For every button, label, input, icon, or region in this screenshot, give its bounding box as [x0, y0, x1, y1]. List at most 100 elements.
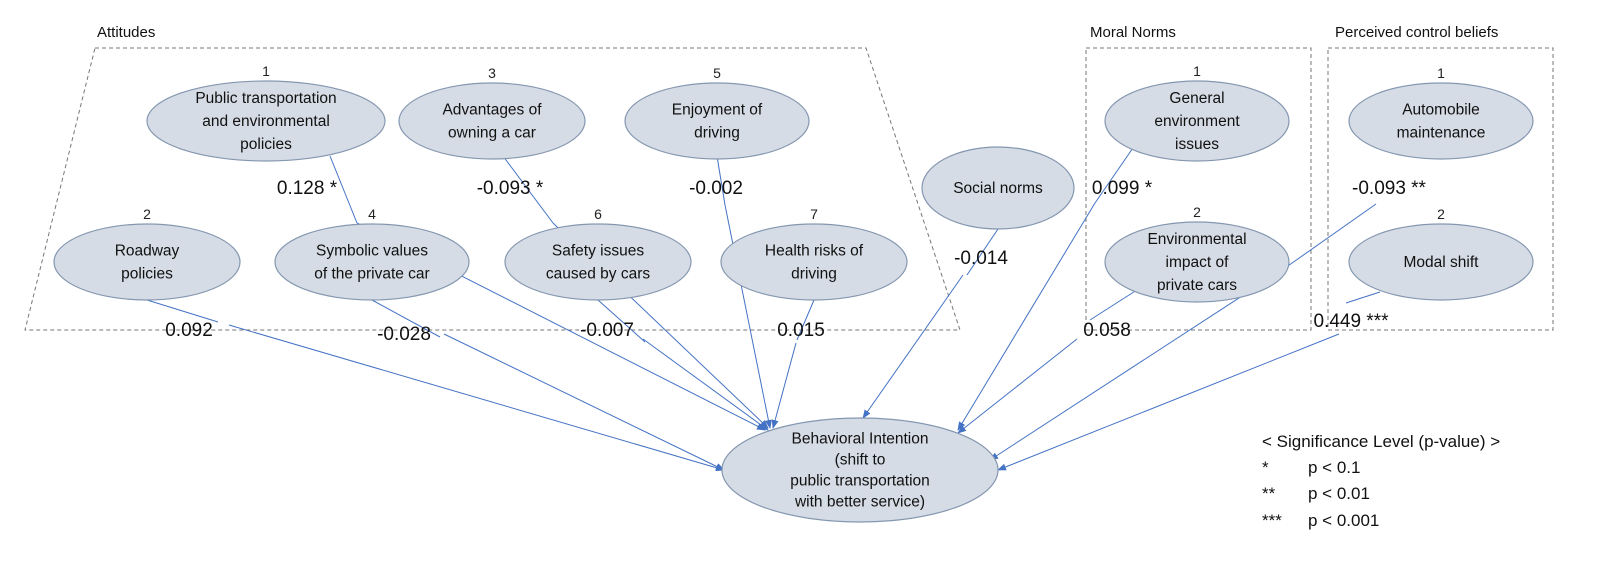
node-ellipse: [274, 223, 470, 301]
node-index: 2: [1437, 206, 1445, 222]
edge-social-stub: [966, 228, 999, 276]
node-ellipse: [1348, 223, 1534, 301]
perceived-control-group-box: [1327, 47, 1554, 331]
moral-norms-title: Moral Norms: [1090, 24, 1176, 41]
node-label-line: caused by cars: [546, 266, 650, 283]
coefficient-label: 0.128 *: [277, 178, 338, 199]
node-ellipse: [504, 223, 692, 301]
node-label-line: owning a car: [448, 125, 536, 142]
node-ellipse: [624, 82, 810, 160]
legend-title: < Significance Level (p-value) >: [1262, 432, 1500, 451]
coefficient-label: -0.014: [954, 248, 1008, 269]
node-label-line: Safety issues: [552, 243, 644, 260]
node-social: Social norms: [921, 146, 1075, 230]
coefficient-label: 0.092: [165, 320, 213, 341]
edge-safety-arrow: [642, 338, 769, 431]
edge-gen_env-stub: [1094, 144, 1136, 204]
node-label-line: General: [1169, 90, 1224, 107]
node-label-line: Public transportation: [195, 90, 336, 107]
node-index: 1: [1437, 65, 1445, 81]
node-ellipse: [921, 146, 1075, 230]
edge-pt_env-stub: [329, 155, 358, 224]
node-ellipse: [53, 223, 241, 301]
significance-legend: < Significance Level (p-value) > * p < 0…: [1262, 432, 1500, 530]
node-label-line: of the private car: [314, 266, 429, 283]
node-label-line: driving: [694, 125, 740, 142]
coefficient-label: -0.002: [689, 178, 743, 199]
node-label-line: with better service): [794, 494, 925, 511]
node-label-line: environment: [1154, 113, 1240, 130]
node-label-line: Enjoyment of: [672, 102, 763, 119]
attitudes-title: Attitudes: [97, 24, 155, 41]
node-label-line: policies: [240, 136, 292, 153]
legend-symbol: *: [1262, 458, 1269, 477]
node-ellipse: [1104, 221, 1290, 303]
node-index: 3: [488, 65, 496, 81]
legend-label: p < 0.001: [1308, 511, 1379, 530]
coefficient-label: -0.028: [377, 324, 431, 345]
node-index: 7: [810, 206, 818, 222]
edge-roadway-arrow: [228, 324, 725, 472]
node-index: 5: [713, 65, 721, 81]
edge-auto_maint-arrow: [989, 267, 1286, 461]
node-label-line: Roadway: [115, 243, 180, 260]
node-label-line: Environmental: [1147, 231, 1246, 248]
node-label-line: Advantages of: [442, 102, 542, 119]
node-label-line: driving: [791, 266, 837, 283]
node-label-line: Health risks of: [765, 243, 864, 260]
attitudes-group-box: [24, 47, 961, 331]
node-index: 2: [143, 206, 151, 222]
node-ellipse: [721, 417, 999, 523]
coefficient-label: -0.007: [580, 320, 634, 341]
node-ellipse: [398, 82, 586, 160]
moral-norms-group-box: [1085, 47, 1312, 331]
coefficient-label: 0.099 *: [1092, 178, 1153, 199]
node-label-line: Social norms: [953, 180, 1043, 197]
coefficient-label: 0.449 ***: [1313, 311, 1389, 332]
node-label-line: private cars: [1157, 277, 1237, 294]
legend-label: p < 0.01: [1308, 484, 1370, 503]
node-label-line: and environmental: [202, 113, 330, 130]
node-label-line: maintenance: [1397, 125, 1486, 142]
node-ellipse: [1348, 82, 1534, 160]
node-ellipse: [720, 223, 908, 301]
legend-symbol: **: [1262, 484, 1276, 503]
edge-modal-stub: [1345, 291, 1381, 304]
edge-social-arrow: [862, 274, 964, 419]
edge-adv_car-stub: [502, 155, 554, 224]
edge-gen_env-arrow: [957, 202, 1096, 431]
node-label-line: Symbolic values: [316, 243, 428, 260]
node-ellipse: [1104, 80, 1290, 162]
node-index: 6: [594, 206, 602, 222]
node-label-line: issues: [1175, 136, 1219, 153]
edge-safety-stub: [597, 299, 646, 343]
edge-health-stub: [796, 299, 815, 341]
node-label-line: Behavioral Intention: [791, 431, 928, 448]
node-label-line: (shift to: [835, 452, 886, 469]
node-ellipse: [146, 80, 386, 162]
edge-symbolic-stub: [371, 299, 441, 338]
edge-enjoy-stub: [716, 155, 726, 206]
perceived-control-title: Perceived control beliefs: [1335, 24, 1498, 41]
node-index: 1: [262, 63, 270, 79]
node-label-line: impact of: [1166, 254, 1230, 271]
coefficient-label: 0.058: [1083, 320, 1131, 341]
node-index: 4: [368, 206, 376, 222]
node-label-line: Modal shift: [1404, 254, 1480, 271]
edge-env_impact-stub: [1089, 287, 1141, 321]
legend-label: p < 0.1: [1308, 458, 1360, 477]
node-label-line: Automobile: [1402, 102, 1480, 119]
edge-health-arrow: [771, 342, 797, 429]
